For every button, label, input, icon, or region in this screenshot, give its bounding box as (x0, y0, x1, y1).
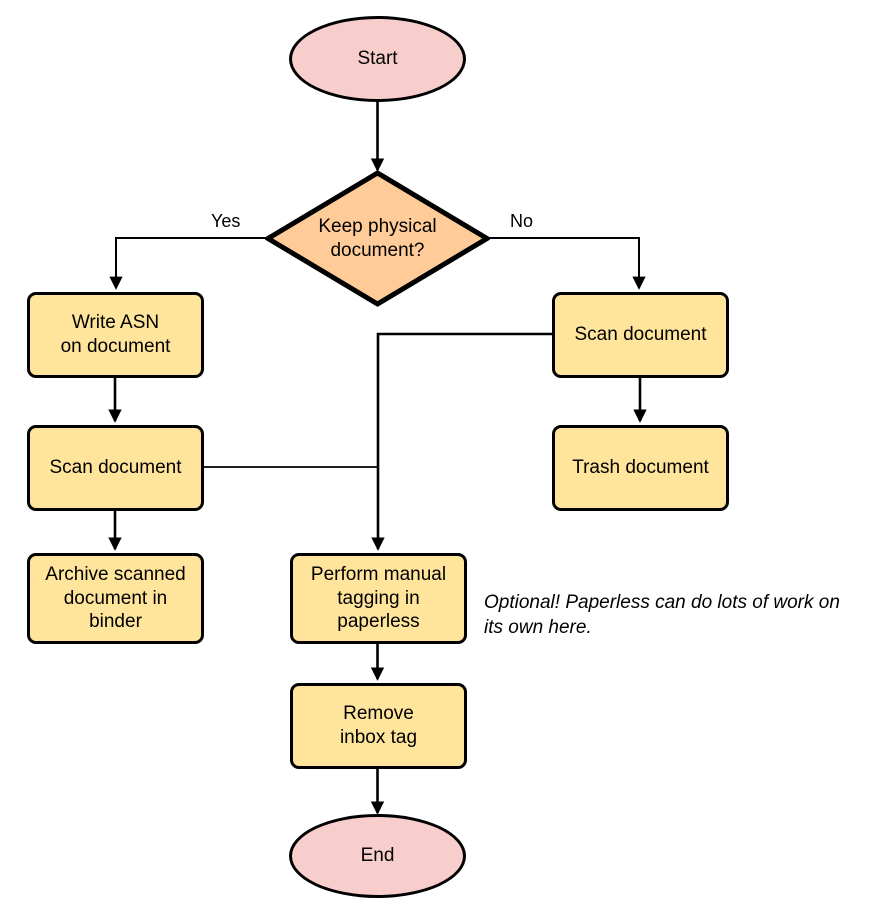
node-remove-inbox-label: Remove inbox tag (339, 703, 418, 748)
edge-label-yes: Yes (211, 211, 241, 231)
edge-decision-yes-to-write-asn (109, 237, 266, 290)
edge-scan-right-to-manual-tagging (371, 332, 553, 551)
node-decision-keep-physical-document[interactable]: Keep physical document? (265, 170, 490, 307)
node-decision-label: Keep physical document? (318, 215, 437, 261)
node-end-label: End (360, 845, 395, 867)
edge-decision-no-to-scan-right (489, 237, 646, 290)
node-archive-scanned-document-in-binder[interactable]: Archive scanned document in binder (27, 553, 204, 644)
node-scan-document-left-label: Scan document (49, 457, 182, 479)
node-remove-inbox-tag[interactable]: Remove inbox tag (290, 683, 467, 769)
node-archive-binder-label: Archive scanned document in binder (45, 563, 186, 633)
node-perform-manual-tagging-in-paperless[interactable]: Perform manual tagging in paperless (290, 553, 467, 644)
node-scan-document-right-label: Scan document (574, 324, 707, 346)
node-trash-document[interactable]: Trash document (552, 425, 729, 511)
node-manual-tagging-label: Perform manual tagging in paperless (310, 563, 447, 633)
node-write-asn-label: Write ASN on document (60, 312, 171, 357)
diamond-shape (265, 170, 490, 307)
node-trash-document-label: Trash document (572, 457, 709, 479)
node-start[interactable]: Start (289, 16, 466, 102)
node-start-label: Start (357, 48, 398, 70)
node-end[interactable]: End (289, 814, 466, 898)
node-scan-document-right[interactable]: Scan document (552, 292, 729, 378)
edge-label-no: No (510, 211, 534, 231)
annotation-optional-note: Optional! Paperless can do lots of work … (484, 592, 840, 639)
node-scan-document-left[interactable]: Scan document (27, 425, 204, 511)
node-write-asn-on-document[interactable]: Write ASN on document (27, 292, 204, 378)
